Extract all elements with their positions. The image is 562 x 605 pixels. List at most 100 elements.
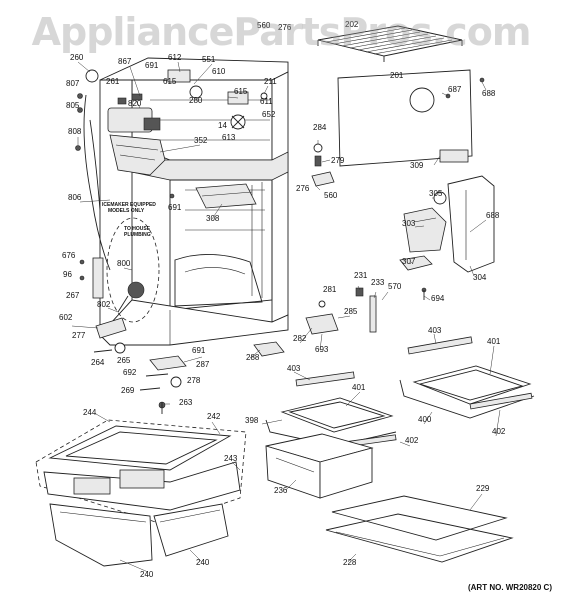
control-assembly <box>167 69 268 130</box>
part-callout-303: 303 <box>402 219 416 228</box>
part-callout-244: 244 <box>83 408 97 417</box>
crisper-cover <box>325 495 514 563</box>
part-callout-285: 285 <box>344 307 358 316</box>
part-callout-267: 267 <box>66 291 80 300</box>
part-callout-602: 602 <box>59 313 73 322</box>
part-callout-279: 279 <box>331 156 345 165</box>
part-callout-277: 277 <box>72 331 86 340</box>
part-callout-802: 802 <box>97 300 111 309</box>
part-callout-243: 243 <box>224 454 238 463</box>
part-callout-269: 269 <box>121 386 135 395</box>
part-callout-403a: 403 <box>428 326 442 335</box>
part-callout-560a: 560 <box>257 21 271 30</box>
callout-labels: 260 867 691 612 551 610 560 276 202 807 261 615 615 2… <box>59 20 506 579</box>
part-callout-676: 676 <box>62 251 76 260</box>
part-callout-401a: 401 <box>487 337 501 346</box>
part-callout-236: 236 <box>274 486 288 495</box>
part-callout-263: 263 <box>179 398 193 407</box>
part-callout-265: 265 <box>117 356 131 365</box>
note-icemaker-line1: ICEMAKER EQUIPPED <box>102 202 156 208</box>
part-callout-402b: 402 <box>492 427 506 436</box>
part-callout-309: 309 <box>410 161 424 170</box>
part-callout-242: 242 <box>207 412 221 421</box>
part-callout-807: 807 <box>66 79 80 88</box>
part-callout-403b: 403 <box>287 364 301 373</box>
part-callout-691b: 691 <box>168 203 182 212</box>
part-callout-233: 233 <box>371 278 385 287</box>
part-callout-800: 800 <box>117 259 131 268</box>
part-callout-280: 280 <box>189 96 203 105</box>
icemaker-assembly <box>85 69 166 176</box>
part-callout-867: 867 <box>118 57 132 66</box>
part-callout-276b: 276 <box>296 184 310 193</box>
crisper-drawer <box>265 433 374 499</box>
part-callout-304: 304 <box>473 273 487 282</box>
part-callout-307: 307 <box>402 257 416 266</box>
art-number: (ART NO. WR20820 C) <box>467 583 552 592</box>
part-callout-691a: 691 <box>145 61 159 70</box>
part-callout-615a: 615 <box>163 77 177 86</box>
part-callout-352: 352 <box>194 136 208 145</box>
part-callout-551: 551 <box>202 55 216 64</box>
freezer-bin-assembly <box>35 419 247 567</box>
part-callout-278: 278 <box>187 376 201 385</box>
part-callout-820: 820 <box>128 99 142 108</box>
freezer-shelf <box>195 183 257 209</box>
part-callout-401b: 401 <box>352 383 366 392</box>
part-callout-613: 613 <box>222 133 236 142</box>
part-callout-615b: 615 <box>234 87 248 96</box>
part-callout-287: 287 <box>196 360 210 369</box>
part-callout-14: 14 <box>218 121 227 130</box>
part-callout-201: 201 <box>390 71 404 80</box>
part-callout-688a: 688 <box>482 89 496 98</box>
part-callout-400: 400 <box>418 415 432 424</box>
part-callout-610: 610 <box>212 67 226 76</box>
note-plumbing-line1: TO HOUSE <box>124 226 151 232</box>
note-icemaker-line2: MODELS ONLY <box>108 208 145 214</box>
part-callout-284: 284 <box>313 123 327 132</box>
part-callout-691c: 691 <box>192 346 206 355</box>
part-callout-694: 694 <box>431 294 445 303</box>
part-callout-308: 308 <box>206 214 220 223</box>
part-callout-612: 612 <box>168 53 182 62</box>
part-callout-264: 264 <box>91 358 105 367</box>
part-callout-687: 687 <box>448 85 462 94</box>
note-plumbing-line2: PLUMBING <box>124 232 151 238</box>
part-callout-560b: 560 <box>324 191 338 200</box>
part-callout-240a: 240 <box>140 570 154 579</box>
part-callout-398: 398 <box>245 416 259 425</box>
part-callout-806: 806 <box>68 193 82 202</box>
water-line <box>83 94 160 323</box>
part-callout-693: 693 <box>315 345 329 354</box>
part-callout-261: 261 <box>106 77 120 86</box>
leader-lines <box>71 61 501 573</box>
part-callout-808: 808 <box>68 127 82 136</box>
back-panel <box>337 69 473 167</box>
part-callout-288: 288 <box>246 353 260 362</box>
part-callout-282: 282 <box>293 334 307 343</box>
part-callout-229: 229 <box>476 484 490 493</box>
part-callout-692: 692 <box>123 368 137 377</box>
part-callout-231: 231 <box>354 271 368 280</box>
part-callout-276a: 276 <box>278 23 292 32</box>
wire-shelf <box>317 25 463 62</box>
part-callout-305: 305 <box>429 189 443 198</box>
glass-shelf-right <box>399 336 535 419</box>
part-callout-652: 652 <box>262 110 276 119</box>
part-callout-260: 260 <box>70 53 84 62</box>
part-callout-805: 805 <box>66 101 80 110</box>
part-callout-96: 96 <box>63 270 72 279</box>
icemaker-note: ICEMAKER EQUIPPED MODELS ONLY TO HOUSE P… <box>102 202 156 238</box>
part-callout-281: 281 <box>323 285 337 294</box>
part-callout-211: 211 <box>264 77 277 86</box>
part-callout-240b: 240 <box>196 558 210 567</box>
part-callout-611: 611 <box>260 97 273 106</box>
part-callout-570: 570 <box>388 282 402 291</box>
hardware <box>75 77 485 414</box>
part-callout-402a: 402 <box>405 436 419 445</box>
control-housing <box>399 175 495 273</box>
part-callout-688b: 688 <box>486 211 500 220</box>
part-callout-202: 202 <box>345 20 359 29</box>
